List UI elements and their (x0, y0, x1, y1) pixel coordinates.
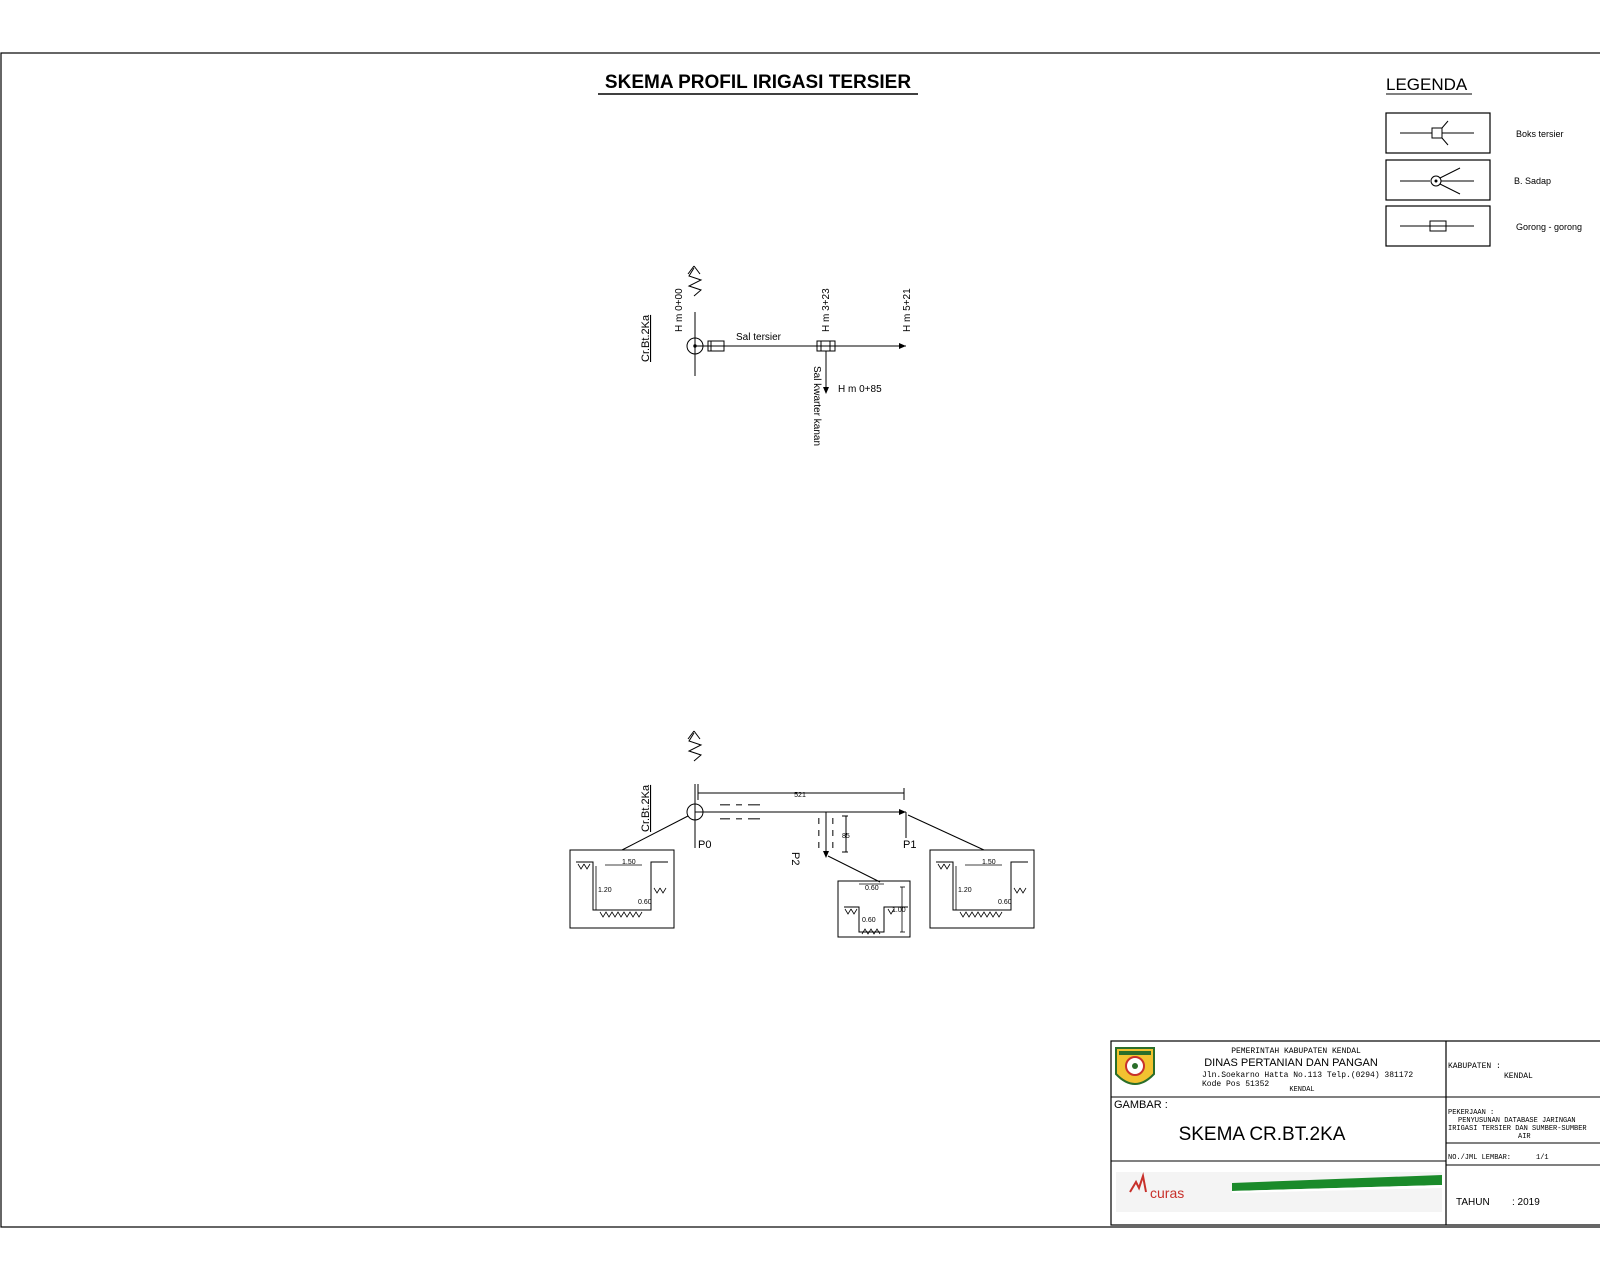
sheet-border (0, 52, 1600, 1228)
branch-channel-label: Sal kwarter kanan (811, 366, 822, 446)
section-depth: 1.00 (892, 907, 906, 914)
cross-section-p0: 1.50 1.20 0.60 (569, 849, 675, 929)
kabupaten-label: KABUPATEN : (1448, 1062, 1501, 1071)
section-depth: 1.20 (598, 887, 612, 894)
channel-end-arrow-icon (899, 343, 906, 349)
schema-source-label: Cr.Bt.2Ka (640, 314, 652, 362)
point-label-p1: P1 (903, 839, 916, 851)
tahun-label: TAHUN (1456, 1197, 1490, 1208)
dept-label: DINAS PERTANIAN DAN PANGAN (1204, 1057, 1378, 1069)
tahun-value: : 2019 (1512, 1197, 1540, 1208)
title-block: PEMERINTAH KABUPATEN KENDAL DINAS PERTAN… (1110, 1040, 1600, 1226)
leader-p2 (827, 855, 881, 883)
legend-heading: LEGENDA (1386, 75, 1468, 94)
consultant-name: curas (1150, 1185, 1184, 1201)
gov-label: PEMERINTAH KABUPATEN KENDAL (1231, 1047, 1361, 1056)
city-label: KENDAL (1289, 1086, 1314, 1094)
station-label-0: H m 0+00 (674, 288, 685, 332)
drawing-title: SKEMA PROFIL IRIGASI TERSIER (598, 72, 918, 95)
title-text: SKEMA PROFIL IRIGASI TERSIER (605, 72, 911, 93)
section-bottom-width: 0.60 (998, 899, 1012, 906)
north-arrow-icon (687, 265, 703, 297)
length-label: 521 (794, 792, 806, 799)
cross-section-p1: 1.50 1.20 0.60 (929, 849, 1035, 929)
branch-end-arrow-icon (823, 387, 829, 394)
leader-p1 (907, 814, 985, 851)
curas-logo-icon (1129, 1172, 1147, 1193)
section-bottom-width: 0.60 (862, 917, 876, 924)
legend-label-bangunan-sadap: B. Sadap (1514, 176, 1551, 186)
branch-length-label: 85 (842, 833, 850, 840)
gambar-value: SKEMA CR.BT.2KA (1179, 1124, 1346, 1145)
profile-source-label: Cr.Bt.2Ka (640, 784, 652, 832)
network-schema: Cr.Bt.2Ka H m 0+00 H m 3+23 H m 5+21 Sal… (640, 265, 913, 446)
section-depth: 1.20 (958, 887, 972, 894)
pekerjaan-label: PEKERJAAN : (1448, 1109, 1494, 1117)
legend-item-bangunan-sadap: B. Sadap (1385, 159, 1551, 201)
profile-schema: Cr.Bt.2Ka 521 85 P0 P1 (569, 730, 1035, 938)
leader-p0 (621, 815, 689, 851)
legend-item-box-tersier: Boks tersier (1385, 112, 1564, 154)
section-bottom-width: 0.60 (638, 899, 652, 906)
kabupaten-value: KENDAL (1504, 1072, 1533, 1081)
address-label: Jln.Soekarno Hatta No.113 Telp.(0294) 38… (1202, 1071, 1413, 1080)
channel-hatch (720, 804, 834, 848)
legend-label-box-tersier: Boks tersier (1516, 129, 1564, 139)
cross-section-p2: 0.60 1.00 0.60 (837, 880, 911, 938)
point-label-p2: P2 (789, 852, 801, 865)
section-top-width: 1.50 (622, 859, 636, 866)
pekerjaan-line2: IRIGASI TERSIER DAN SUMBER-SUMBER (1448, 1125, 1587, 1133)
lembar-label: NO./JML LEMBAR: (1448, 1154, 1511, 1162)
point-label-p0: P0 (698, 839, 711, 851)
pekerjaan-line1: PENYUSUNAN DATABASE JARINGAN (1458, 1117, 1576, 1125)
kendal-logo-icon (1115, 1047, 1155, 1085)
legend-item-gorong-gorong: Gorong - gorong (1385, 205, 1582, 247)
gorong-gorong-icon (1400, 220, 1474, 232)
pekerjaan-line3: AIR (1518, 1133, 1531, 1141)
bangunan-sadap-icon (1400, 167, 1474, 195)
gambar-label: GAMBAR : (1114, 1099, 1168, 1111)
legend-label-gorong-gorong: Gorong - gorong (1516, 222, 1582, 232)
branch-station-label: H m 0+85 (838, 384, 882, 395)
postcode-label: Kode Pos 51352 (1202, 1080, 1269, 1089)
lembar-value: 1/1 (1536, 1154, 1549, 1162)
gorong-gorong-icon (707, 340, 725, 352)
station-label-2: H m 5+21 (902, 288, 913, 332)
legend: LEGENDA Boks tersier B. Sadap (1385, 75, 1582, 247)
section-top-width: 1.50 (982, 859, 996, 866)
box-tersier-icon (1400, 120, 1474, 146)
station-label-1: H m 3+23 (821, 288, 832, 332)
north-arrow-icon (687, 730, 703, 762)
channel-label: Sal tersier (736, 332, 782, 343)
section-top-width: 0.60 (865, 885, 879, 892)
consultant-logo: curas (1116, 1172, 1442, 1212)
